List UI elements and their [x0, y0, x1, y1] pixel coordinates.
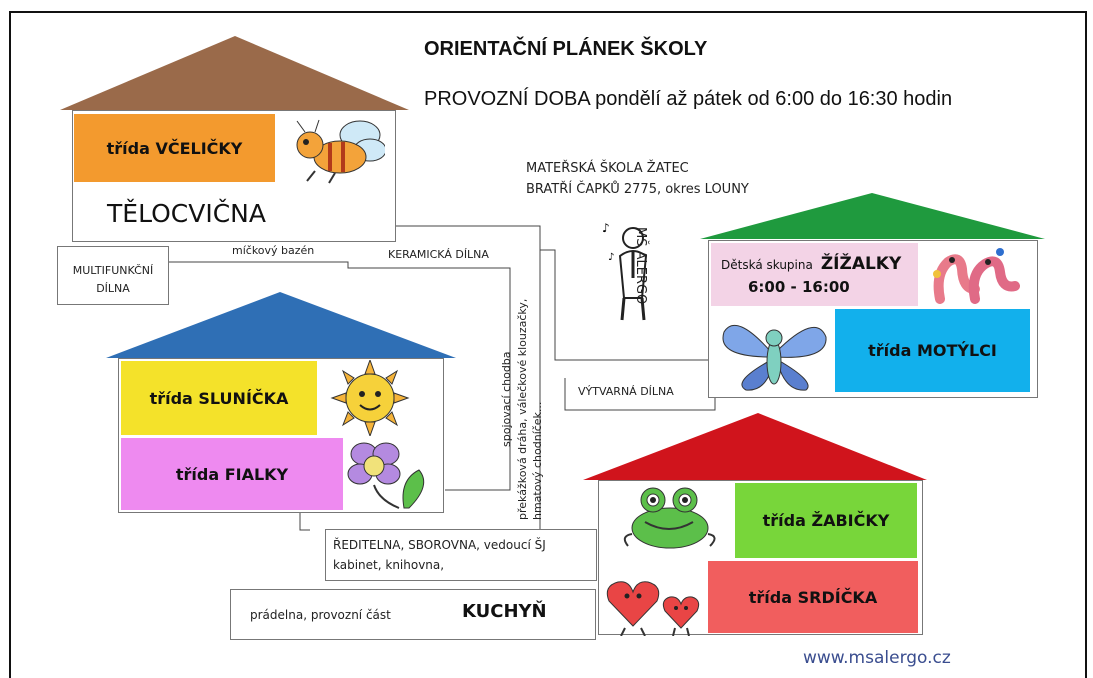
telocvicna-label: TĚLOCVIČNA [107, 199, 266, 228]
hearts-icon [606, 581, 700, 636]
zizalky-group[interactable]: Dětská skupina ŽÍŽALKY 6:00 - 16:00 [711, 243, 918, 306]
kuchyn-label: KUCHYŇ [462, 601, 547, 622]
multifunkcni-dilna[interactable] [57, 246, 169, 305]
website-link[interactable]: www.msalergo.cz [803, 648, 951, 668]
page-frame [9, 11, 1087, 678]
frog-icon [623, 487, 716, 549]
roof-red [583, 413, 927, 480]
kabinet-label: kabinet, knihovna, [333, 558, 445, 572]
keramicka-dilna-label[interactable]: KERAMICKÁ DÍLNA [388, 248, 489, 261]
class-motylci[interactable]: třída MOTÝLCI [835, 309, 1030, 392]
school-name: MATEŘSKÁ ŠKOLA ŽATEC [526, 161, 689, 176]
class-srdicka-label: třída SRDÍČKA [748, 587, 878, 607]
reditelna-room[interactable] [325, 529, 597, 581]
class-slunicka[interactable]: třída SLUNÍČKA [121, 361, 317, 435]
school-info: MATEŘSKÁ ŠKOLA ŽATEC BRATŘÍ ČAPKŮ 2775, … [526, 158, 749, 200]
class-zabicky-label: třída ŽABIČKY [762, 511, 890, 530]
roof-blue [106, 292, 456, 358]
zizalky-prefix: Dětská skupina [721, 257, 813, 272]
multifunkcni-line1: MULTIFUNKČNÍ [72, 264, 154, 277]
class-zabicky[interactable]: třída ŽABIČKY [735, 483, 917, 558]
zizalky-time: 6:00 - 16:00 [748, 277, 850, 296]
class-vcelicky[interactable]: třída VČELIČKY [74, 114, 275, 182]
multifunkcni-line2: DÍLNA [96, 282, 130, 295]
micek-label: míčkový bazén [232, 244, 315, 257]
violet-icon [347, 442, 425, 509]
chodba-label-1: spojovací chodba [500, 351, 513, 447]
butterfly-icon [722, 324, 827, 391]
class-motylci-label: třída MOTÝLCI [868, 341, 997, 360]
class-fialky[interactable]: třída FIALKY [121, 438, 343, 510]
worms-icon [933, 248, 1020, 304]
class-fialky-label: třída FIALKY [175, 464, 289, 484]
pradelna-label: prádelna, provozní část [250, 608, 391, 622]
svg-text:♪: ♪ [602, 221, 610, 235]
school-address: BRATŘÍ ČAPKŮ 2775, okres LOUNY [526, 182, 749, 197]
reditelna-label: ŘEDITELNA, SBOROVNA, vedoucí ŠJ [333, 538, 546, 552]
bee-icon [296, 119, 385, 184]
multifunkcni-label: MULTIFUNKČNÍ DÍLNA [64, 262, 162, 298]
roof-brown [60, 36, 409, 110]
opening-hours: PROVOZNÍ DOBA pondělí až pátek od 6:00 d… [424, 88, 953, 110]
kuchyn-room[interactable] [230, 589, 596, 640]
sun-icon [330, 360, 410, 436]
roof-green [700, 193, 1045, 239]
zizalky-name: ŽÍŽALKY [820, 253, 902, 274]
class-srdicka[interactable]: třída SRDÍČKA [708, 561, 918, 633]
page-title: ORIENTAČNÍ PLÁNEK ŠKOLY [424, 38, 708, 60]
svg-text:♪: ♪ [608, 252, 614, 263]
school-logo-text: MŠ ALERGO [633, 227, 648, 305]
chodba-label-3: hmatový chodníček... [531, 401, 544, 520]
telocvicna-room[interactable] [72, 184, 396, 242]
vytvarna-dilna-label[interactable]: VÝTVARNÁ DÍLNA [578, 385, 674, 398]
chodba-label-2: překážková dráha, válečkové klouzačky, [516, 298, 529, 520]
school-logo-icon: ♪ ♪ [602, 221, 648, 321]
class-slunicka-label: třída SLUNÍČKA [149, 388, 289, 408]
class-vcelicky-label: třída VČELIČKY [106, 138, 243, 158]
